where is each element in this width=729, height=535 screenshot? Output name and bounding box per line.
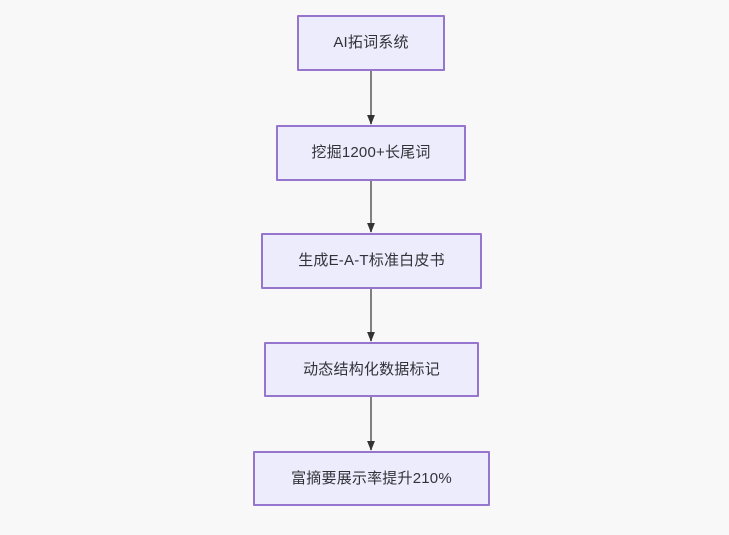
node-label: AI拓词系统 (333, 34, 409, 51)
flowchart-node-mine-longtail-keywords[interactable]: 挖掘1200+长尾词 (276, 125, 466, 181)
node-label: 富摘要展示率提升210% (291, 469, 452, 487)
flowchart-node-generate-eat-whitepaper[interactable]: 生成E-A-T标准白皮书 (261, 233, 482, 289)
flowchart-node-rich-snippet-impression-uplift[interactable]: 富摘要展示率提升210% (253, 451, 490, 506)
node-label: 生成E-A-T标准白皮书 (298, 252, 445, 269)
flowchart-node-ai-keyword-system[interactable]: AI拓词系统 (297, 15, 445, 71)
node-label: 挖掘1200+长尾词 (311, 144, 431, 161)
node-label: 动态结构化数据标记 (303, 360, 440, 378)
flowchart-node-dynamic-structured-data-markup[interactable]: 动态结构化数据标记 (264, 342, 479, 397)
